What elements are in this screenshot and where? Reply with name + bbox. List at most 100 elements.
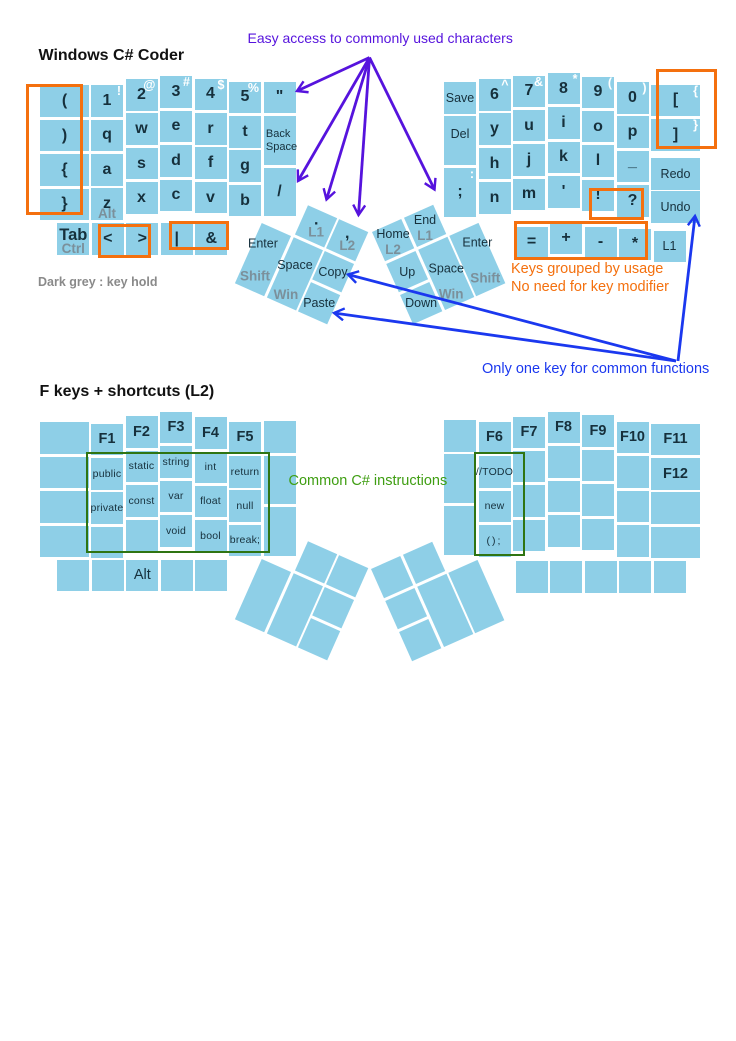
key-label: o xyxy=(593,117,603,135)
key-static: static xyxy=(125,450,158,483)
key-label: ) xyxy=(61,126,68,144)
key-label: 2 xyxy=(137,85,146,103)
key-1: 1! xyxy=(91,84,123,117)
key-|: | xyxy=(160,223,193,255)
key-label: < xyxy=(103,230,113,248)
key-blank xyxy=(547,446,580,478)
key-=: = xyxy=(515,226,548,258)
key-[: [{ xyxy=(651,84,700,116)
key-f1: F1 xyxy=(91,423,123,456)
key-label: break; xyxy=(229,534,261,547)
highlight-box-csharp-left xyxy=(86,452,270,553)
key-o: o xyxy=(582,110,614,143)
key-f3: F3 xyxy=(160,411,192,444)
key-blank xyxy=(195,559,228,591)
key-f5: F5 xyxy=(229,421,261,454)
key-label: F7 xyxy=(520,424,538,440)
key-label: r xyxy=(207,119,214,137)
key-label: Paste xyxy=(303,296,336,311)
key-label: d xyxy=(171,151,181,169)
key-label: = xyxy=(526,233,537,251)
key-label: F12 xyxy=(663,465,688,482)
key-redo: Redo xyxy=(651,158,700,190)
key-label: m xyxy=(521,185,537,203)
key-shifted-label: ^ xyxy=(501,78,509,92)
key-label: F1 xyxy=(98,431,116,448)
key-hold-label: Shift xyxy=(240,267,271,283)
key-label: i xyxy=(561,114,566,132)
key-label: } xyxy=(61,195,68,213)
key-4: 4$ xyxy=(194,77,227,111)
key-label: 5 xyxy=(240,88,250,106)
key-s: s xyxy=(125,147,158,180)
key-label: Undo xyxy=(660,199,691,214)
highlight-box-bang-question-keys xyxy=(589,188,644,220)
key-e: e xyxy=(160,110,192,143)
key-label: 1 xyxy=(102,91,112,109)
key-3: 3# xyxy=(160,75,192,108)
key-label: x xyxy=(137,188,146,206)
key-label: f xyxy=(207,154,214,172)
key-blank xyxy=(40,456,89,489)
key-label: h xyxy=(489,154,500,172)
easy-access-note: Easy access to commonly used characters xyxy=(247,29,513,46)
key-label: w xyxy=(135,120,148,138)
key->: > xyxy=(126,223,159,255)
key-blank xyxy=(515,561,548,593)
key-shifted-label: # xyxy=(183,75,190,90)
key-6: 6^ xyxy=(478,78,511,111)
key-f7: F7 xyxy=(513,416,545,448)
key-label: j xyxy=(526,151,532,169)
key-label: | xyxy=(174,230,180,248)
key-label: 0 xyxy=(628,88,637,106)
key-label: 7 xyxy=(524,82,534,100)
key-_: _ xyxy=(616,150,649,183)
key-+: + xyxy=(550,222,582,254)
key-label: z xyxy=(103,195,111,213)
key-shifted-label: @ xyxy=(143,78,156,92)
key-label: void xyxy=(165,524,187,537)
base-layer-title: Windows C# Coder xyxy=(38,47,185,64)
key-label: null xyxy=(236,499,254,512)
key-hold-label: Shift xyxy=(470,269,501,285)
key-label: F11 xyxy=(663,431,688,448)
key-label: Redo xyxy=(660,166,691,181)
key-label: * xyxy=(631,235,639,253)
key-label: [ xyxy=(672,91,679,109)
key-label: string xyxy=(162,455,190,468)
key--: - xyxy=(584,226,617,258)
key-label: Back Space xyxy=(265,128,298,153)
dark-grey-note: Dark grey : key hold xyxy=(38,274,158,289)
key-": " xyxy=(263,81,296,114)
key-9: 9( xyxy=(582,76,614,108)
one-key-note: Only one key for common functions xyxy=(482,360,710,377)
keys-grouped-note-line2: No need for key modifier xyxy=(511,278,669,295)
key-p: p xyxy=(616,116,649,148)
key-label: > xyxy=(137,230,147,248)
key-label: Save xyxy=(445,90,475,105)
key-hold-label: Ctrl xyxy=(61,241,85,257)
key-label: ; xyxy=(457,183,463,201)
key-public: public xyxy=(91,458,123,490)
key-label: q xyxy=(102,126,112,144)
key-shifted-label: $ xyxy=(217,77,225,92)
key-blank xyxy=(40,525,89,557)
key-f8: F8 xyxy=(547,411,580,444)
key-w: w xyxy=(125,113,158,145)
key-label: F8 xyxy=(555,419,572,436)
key-private: private xyxy=(91,492,123,524)
key-i: i xyxy=(547,107,580,139)
key-return: return xyxy=(229,456,261,488)
key-shifted-label: ) xyxy=(642,81,647,95)
key-del: Del xyxy=(444,116,476,165)
key-int: int xyxy=(194,451,227,483)
key-y: y xyxy=(478,113,511,145)
key-hold-label: Alt xyxy=(98,206,116,222)
key-blank xyxy=(547,515,580,547)
key-!: ! xyxy=(582,179,614,212)
key-j: j xyxy=(513,144,545,176)
key-blank xyxy=(616,490,649,523)
key-5: 5% xyxy=(229,81,261,114)
